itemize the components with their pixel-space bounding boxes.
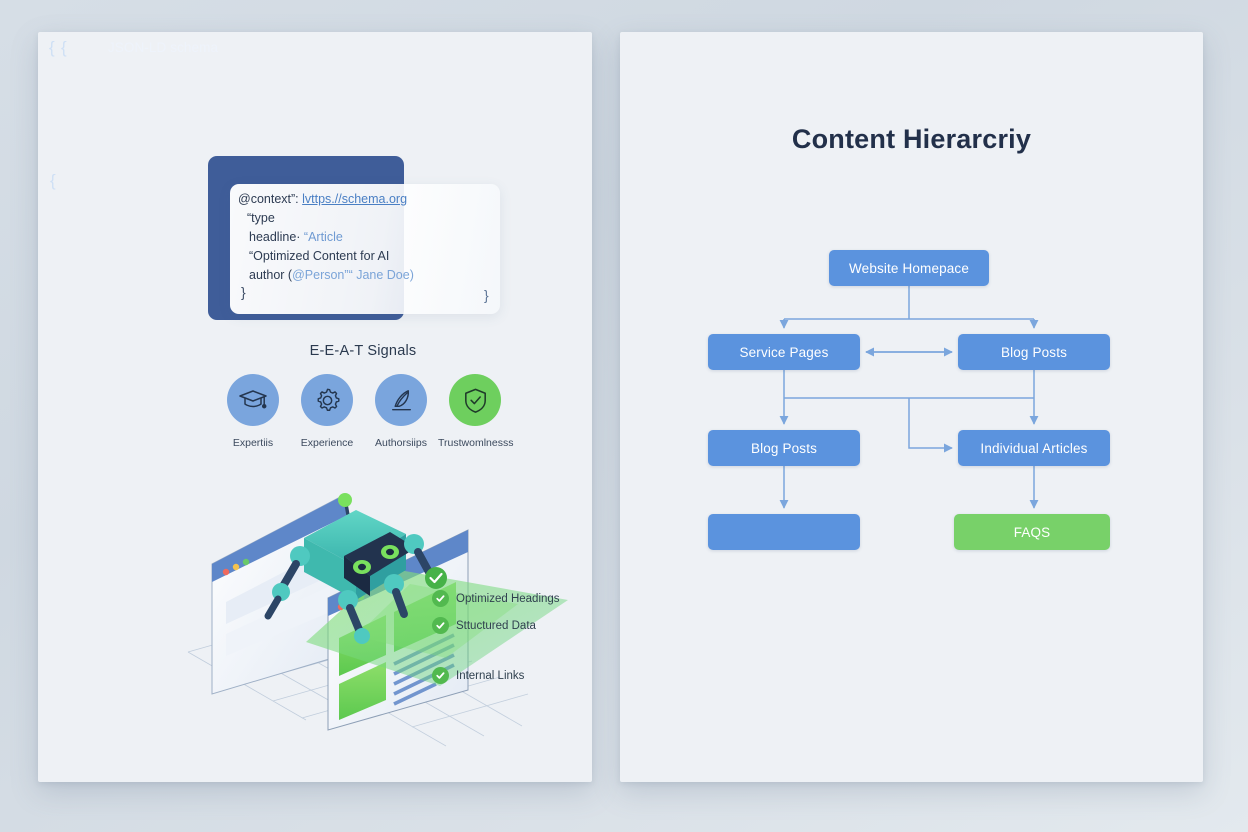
checklist-item-structured-data: Sttuctured Data bbox=[432, 617, 536, 634]
flow-node-label-service-pages: Service Pages bbox=[739, 344, 829, 360]
flow-node-label-blog-posts-mid: Blog Posts bbox=[750, 440, 818, 456]
flow-node-blog-posts-top[interactable]: Blog Posts bbox=[958, 334, 1110, 370]
code-panel-title: JSON-LD schema bbox=[107, 40, 219, 55]
eeat-label-experience: Experience bbox=[300, 437, 354, 449]
flow-node-faqs[interactable]: FAQS bbox=[954, 514, 1110, 550]
code-open-brace-outer: { bbox=[49, 38, 55, 57]
flow-node-service-pages[interactable]: Service Pages bbox=[708, 334, 860, 370]
flow-node-label-homepage: Website Homepace bbox=[849, 260, 969, 276]
schema-org-link[interactable]: lvttps.//schema.org bbox=[302, 192, 408, 206]
flow-node-homepage[interactable]: Website Homepace bbox=[829, 250, 989, 286]
eeat-icon-row: Expertiis Experience bbox=[216, 374, 514, 458]
code-key-author: author ( bbox=[249, 268, 293, 282]
quill-pen-icon bbox=[375, 374, 427, 426]
code-lines: @context”: lvttps.//schema.org “type hea… bbox=[238, 190, 498, 285]
flow-node-label-faqs: FAQS bbox=[1013, 524, 1051, 540]
content-hierarchy-flowchart: Website Homepace Service Pages Blog Post… bbox=[620, 32, 1203, 782]
page-title: Content Hierarcriy bbox=[791, 124, 1032, 154]
eeat-item-authorship[interactable]: Authorsiips bbox=[364, 374, 438, 449]
code-bottom-brace: { bbox=[50, 171, 56, 190]
flow-node-unlabeled[interactable] bbox=[708, 514, 860, 550]
eeat-label-authorship: Authorsiips bbox=[375, 437, 427, 449]
flowchart-connectors bbox=[779, 286, 1039, 509]
code-line-type: “type bbox=[238, 209, 498, 228]
eeat-item-expertise[interactable]: Expertiis bbox=[216, 374, 290, 449]
eeat-label-expertise: Expertiis bbox=[232, 437, 274, 449]
checklist-item-optimized-headings: Optimized Headings bbox=[432, 590, 560, 607]
shield-check-icon bbox=[449, 374, 501, 426]
checklist-label-structured-data: Sttuctured Data bbox=[456, 619, 536, 632]
eeat-section-title: E-E-A-T Signals bbox=[309, 343, 417, 359]
code-value-person: @Person” bbox=[292, 268, 349, 282]
left-panel-card: { { { JSON-LD schema @context”: lvttps./… bbox=[38, 32, 592, 782]
code-value-jane-doe: “ Jane Doe) bbox=[348, 268, 414, 282]
code-line-headline: headline· “Article bbox=[238, 228, 498, 247]
flow-node-label-blog-posts-top: Blog Posts bbox=[1000, 344, 1068, 360]
code-key-optimized: “Optimized Content for AI bbox=[249, 249, 390, 263]
check-circle-icon bbox=[432, 590, 449, 607]
right-panel-card bbox=[620, 32, 1203, 782]
check-circle-icon bbox=[432, 667, 449, 684]
check-circle-icon bbox=[432, 617, 449, 634]
checklist-label-internal-links: Internal Links bbox=[456, 669, 525, 682]
code-key-headline: headline· bbox=[249, 230, 301, 244]
code-overlay-sheet bbox=[230, 184, 500, 314]
code-value-article: “Article bbox=[303, 230, 343, 244]
gear-icon bbox=[301, 374, 353, 426]
graduation-cap-icon bbox=[227, 374, 279, 426]
flow-node-individual-articles[interactable]: Individual Articles bbox=[958, 430, 1110, 466]
eeat-label-trustworthiness: Trustwomlnesss bbox=[438, 437, 514, 449]
flow-node-label-individual-articles: Individual Articles bbox=[980, 440, 1088, 456]
eeat-item-experience[interactable]: Experience bbox=[290, 374, 364, 449]
code-key-type: “type bbox=[247, 211, 275, 225]
code-open-brace-inner: { bbox=[61, 38, 67, 57]
flow-node-blog-posts-mid[interactable]: Blog Posts bbox=[708, 430, 860, 466]
code-key-context: @context”: bbox=[238, 192, 299, 206]
code-line-context: @context”: lvttps.//schema.org bbox=[238, 190, 498, 209]
checklist-item-internal-links: Internal Links bbox=[432, 667, 524, 684]
code-line-author: author (@Person”“ Jane Doe) bbox=[238, 266, 498, 285]
code-close-brace-left: } bbox=[241, 284, 246, 300]
eeat-item-trustworthiness[interactable]: Trustwomlnesss bbox=[438, 374, 514, 449]
checklist-label-optimized-headings: Optimized Headings bbox=[456, 592, 560, 605]
code-line-headline-value: “Optimized Content for AI bbox=[238, 247, 498, 266]
code-close-brace-right: } bbox=[484, 287, 489, 303]
